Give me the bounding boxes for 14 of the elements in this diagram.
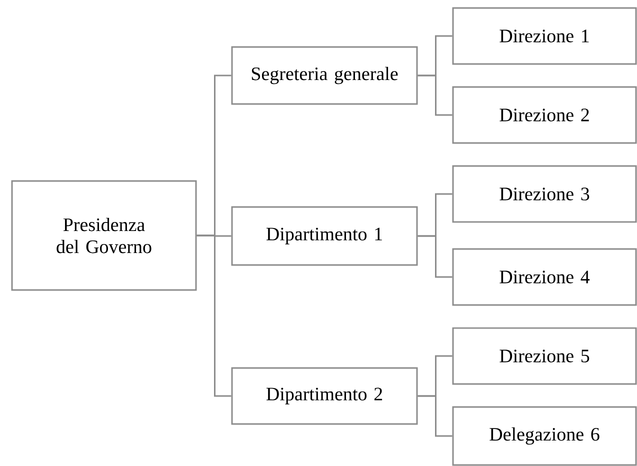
org-box: Direzione 3 <box>452 165 637 223</box>
org-box: Presidenza del Governo <box>11 180 197 291</box>
org-box: Direzione 4 <box>452 248 637 306</box>
connector <box>418 395 452 437</box>
connector <box>418 235 452 278</box>
org-box: Dipartimento 2 <box>231 367 418 425</box>
org-box: Segreteria generale <box>231 46 418 105</box>
org-box: Direzione 5 <box>452 327 637 385</box>
org-box: Delegazione 6 <box>452 406 637 466</box>
connector <box>418 74 452 116</box>
org-box: Direzione 1 <box>452 7 637 65</box>
org-box: Dipartimento 1 <box>231 206 418 266</box>
connector <box>196 234 232 397</box>
org-box: Direzione 2 <box>452 86 637 144</box>
